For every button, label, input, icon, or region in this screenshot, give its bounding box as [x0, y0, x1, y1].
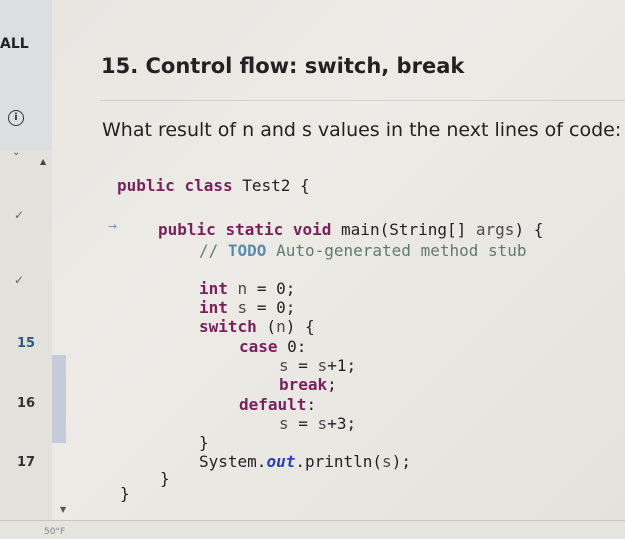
- chevron-up-icon[interactable]: ▲: [40, 157, 47, 166]
- line-number: 17: [17, 455, 36, 470]
- sidebar-lower: [0, 150, 52, 539]
- filter-all-button[interactable]: ALL: [0, 36, 29, 52]
- change-marker-bar: [52, 355, 66, 443]
- code-line-switch: switch (n) {: [199, 317, 315, 336]
- info-circle-icon[interactable]: i: [8, 110, 24, 126]
- code-line-class: public class Test2 {: [117, 176, 310, 195]
- code-line-close-class: }: [120, 484, 130, 503]
- code-line-println: System.out.println(s);: [199, 452, 411, 471]
- code-line-main: public static void main(String[] args) {: [158, 220, 544, 239]
- sidebar-panel: [0, 0, 52, 150]
- chevron-down-icon[interactable]: ▼: [60, 505, 67, 514]
- weather-status[interactable]: 50°F: [44, 527, 66, 537]
- code-line-break: break;: [279, 375, 337, 394]
- code-line-close-main: }: [160, 469, 170, 488]
- line-number: 15: [17, 336, 36, 351]
- code-line-default: default:: [239, 395, 317, 414]
- check-icon: ✓: [14, 208, 25, 222]
- code-line-int-s: int s = 0;: [199, 298, 296, 317]
- override-marker-icon: →: [108, 220, 118, 233]
- check-icon: ✓: [14, 273, 25, 287]
- chevron-down-icon[interactable]: ⌄: [12, 147, 21, 158]
- taskbar: 50°F: [0, 520, 625, 539]
- code-line-s-plus-1: s = s+1;: [279, 356, 357, 375]
- divider: [100, 100, 625, 101]
- code-line-comment: // TODO Auto-generated method stub: [199, 241, 527, 260]
- code-line-close-switch: }: [199, 433, 209, 452]
- question-prompt: What result of n and s values in the nex…: [102, 119, 622, 141]
- line-number: 16: [17, 396, 36, 411]
- code-line-s-plus-3: s = s+3;: [279, 414, 357, 433]
- code-line-int-n: int n = 0;: [199, 279, 296, 298]
- code-line-case: case 0:: [239, 337, 307, 356]
- question-title: 15. Control flow: switch, break: [101, 54, 465, 78]
